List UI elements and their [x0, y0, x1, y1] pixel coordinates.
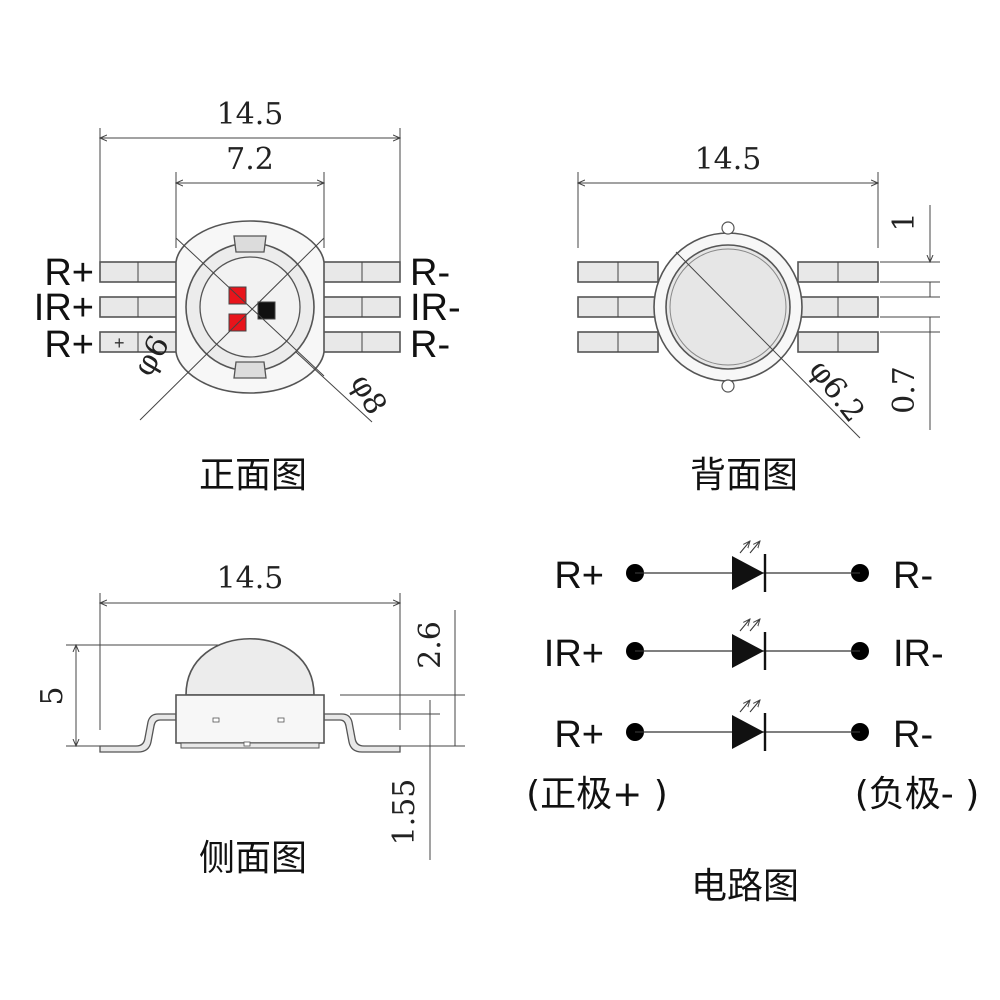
side-lead-right	[323, 713, 401, 753]
front-inner-dim: 7.2	[226, 142, 274, 177]
black-chip	[257, 301, 276, 320]
front-width-dim: 14.5	[217, 97, 284, 132]
front-pins-left	[99, 261, 179, 353]
cathode-note: (负极- )	[855, 774, 980, 815]
led-symbol	[732, 715, 764, 749]
front-left-pin-3: R+	[44, 324, 94, 366]
circuit-left-2: IR+	[544, 633, 604, 675]
front-right-pin-3: R-	[410, 324, 450, 366]
circuit-right-3: R-	[893, 714, 933, 756]
front-left-pin-2: IR+	[34, 287, 94, 329]
led-symbol	[732, 556, 764, 590]
circuit-right-2: IR-	[893, 633, 944, 675]
circuit-left-1: R+	[554, 555, 604, 597]
side-lead-left	[99, 713, 177, 753]
dia-leader	[175, 237, 325, 377]
circuit-left-3: R+	[554, 714, 604, 756]
pin-lead	[321, 331, 401, 353]
dia-leader	[295, 351, 373, 423]
circuit-row-1: R+ R-	[554, 541, 933, 597]
circuit-right-1: R-	[893, 555, 933, 597]
electrode-tab	[233, 361, 267, 379]
dia-outer-label: φ8	[343, 369, 393, 421]
plus-mark: +	[114, 333, 125, 353]
circuit-row-3: R+ R-	[554, 700, 933, 756]
electrode-tab	[233, 235, 267, 253]
gap-dim: 0.7	[887, 366, 922, 414]
pin-lead	[321, 296, 401, 318]
pin-lead	[99, 296, 179, 318]
back-view-caption: 背面图	[690, 455, 798, 496]
mount-hole	[721, 379, 735, 393]
front-view-caption: 正面图	[199, 455, 307, 496]
back-view: 14.5 φ6.2 1 0.7 背面图	[578, 142, 940, 496]
circuit-row-2: IR+ IR-	[544, 619, 944, 675]
front-view: 14.5 7.2	[34, 97, 461, 496]
pin-lead	[99, 261, 179, 283]
front-pins-right	[321, 261, 401, 353]
front-right-pin-2: IR-	[410, 287, 461, 329]
back-width-dim: 14.5	[695, 142, 762, 177]
lead-dim: 1.55	[387, 779, 422, 846]
side-view: 14.5 5 2.6 1.55 侧面图	[35, 561, 465, 879]
front-left-pin-1: R+	[44, 252, 94, 294]
pin-lead	[321, 261, 401, 283]
circuit-diagram: R+ R- IR+ IR- R+ R- (正极+ ) (负极- ) 电	[526, 541, 979, 907]
mount-hole	[721, 221, 735, 235]
anode-note: (正极+ )	[526, 774, 668, 815]
back-dia-label: φ6.2	[802, 353, 872, 429]
side-height-dim: 5	[35, 686, 70, 705]
dia-leader	[675, 251, 861, 439]
circuit-caption: 电路图	[691, 866, 799, 907]
heat-sink-pad-inner	[669, 248, 787, 366]
side-body	[175, 694, 325, 744]
red-chip	[228, 313, 247, 332]
led-symbol	[732, 634, 764, 668]
side-dome	[185, 638, 315, 696]
heat-sink-pad	[665, 244, 791, 370]
side-width-dim: 14.5	[217, 561, 284, 596]
dia-leader	[139, 237, 325, 421]
front-right-pin-1: R-	[410, 252, 450, 294]
dome-dim: 2.6	[413, 621, 448, 669]
pin-pitch-dim: 1	[887, 212, 922, 231]
side-view-caption: 侧面图	[199, 838, 307, 879]
